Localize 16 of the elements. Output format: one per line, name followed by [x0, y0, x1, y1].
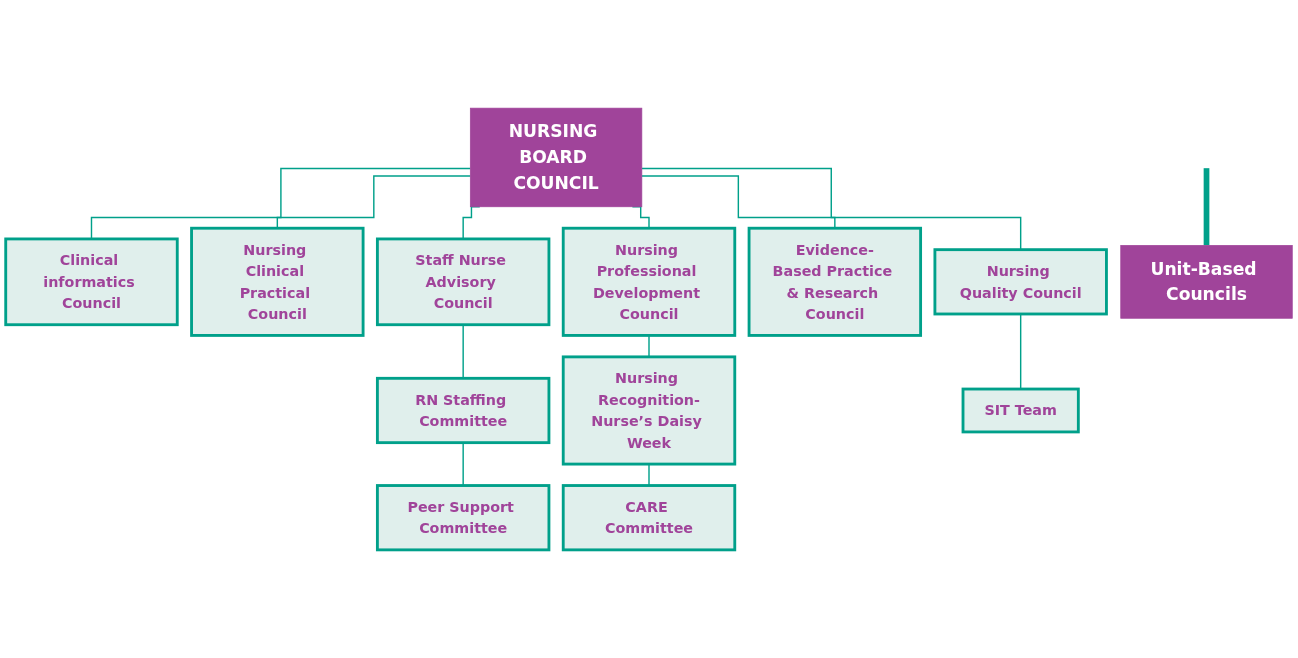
node-box: Staff Nurse Advisory Council: [375, 237, 551, 327]
node-box: Clinical informatics Council: [4, 237, 179, 327]
node-box: Nursing Clinical Practical Council: [190, 226, 365, 337]
connector: [1019, 313, 1022, 390]
node-box: Nursing Professional Development Council: [561, 226, 737, 337]
node-box: NURSING BOARD COUNCIL: [469, 107, 643, 208]
node-box: Nursing Recognition-Nurse’s Daisy Week: [561, 355, 737, 466]
node-box: Unit-Based Councils: [1120, 245, 1293, 319]
node-box: Nursing Quality Council: [933, 248, 1108, 316]
node-box: CARE Committee: [561, 484, 737, 552]
node-box: Peer Support Committee: [375, 484, 551, 552]
connector: [276, 175, 472, 229]
node-box: SIT Team: [961, 387, 1080, 434]
node-box: Evidence-Based Practice & Research Council: [747, 226, 923, 337]
connector: [641, 175, 836, 229]
node-box: RN Staffing Committee: [375, 376, 551, 445]
